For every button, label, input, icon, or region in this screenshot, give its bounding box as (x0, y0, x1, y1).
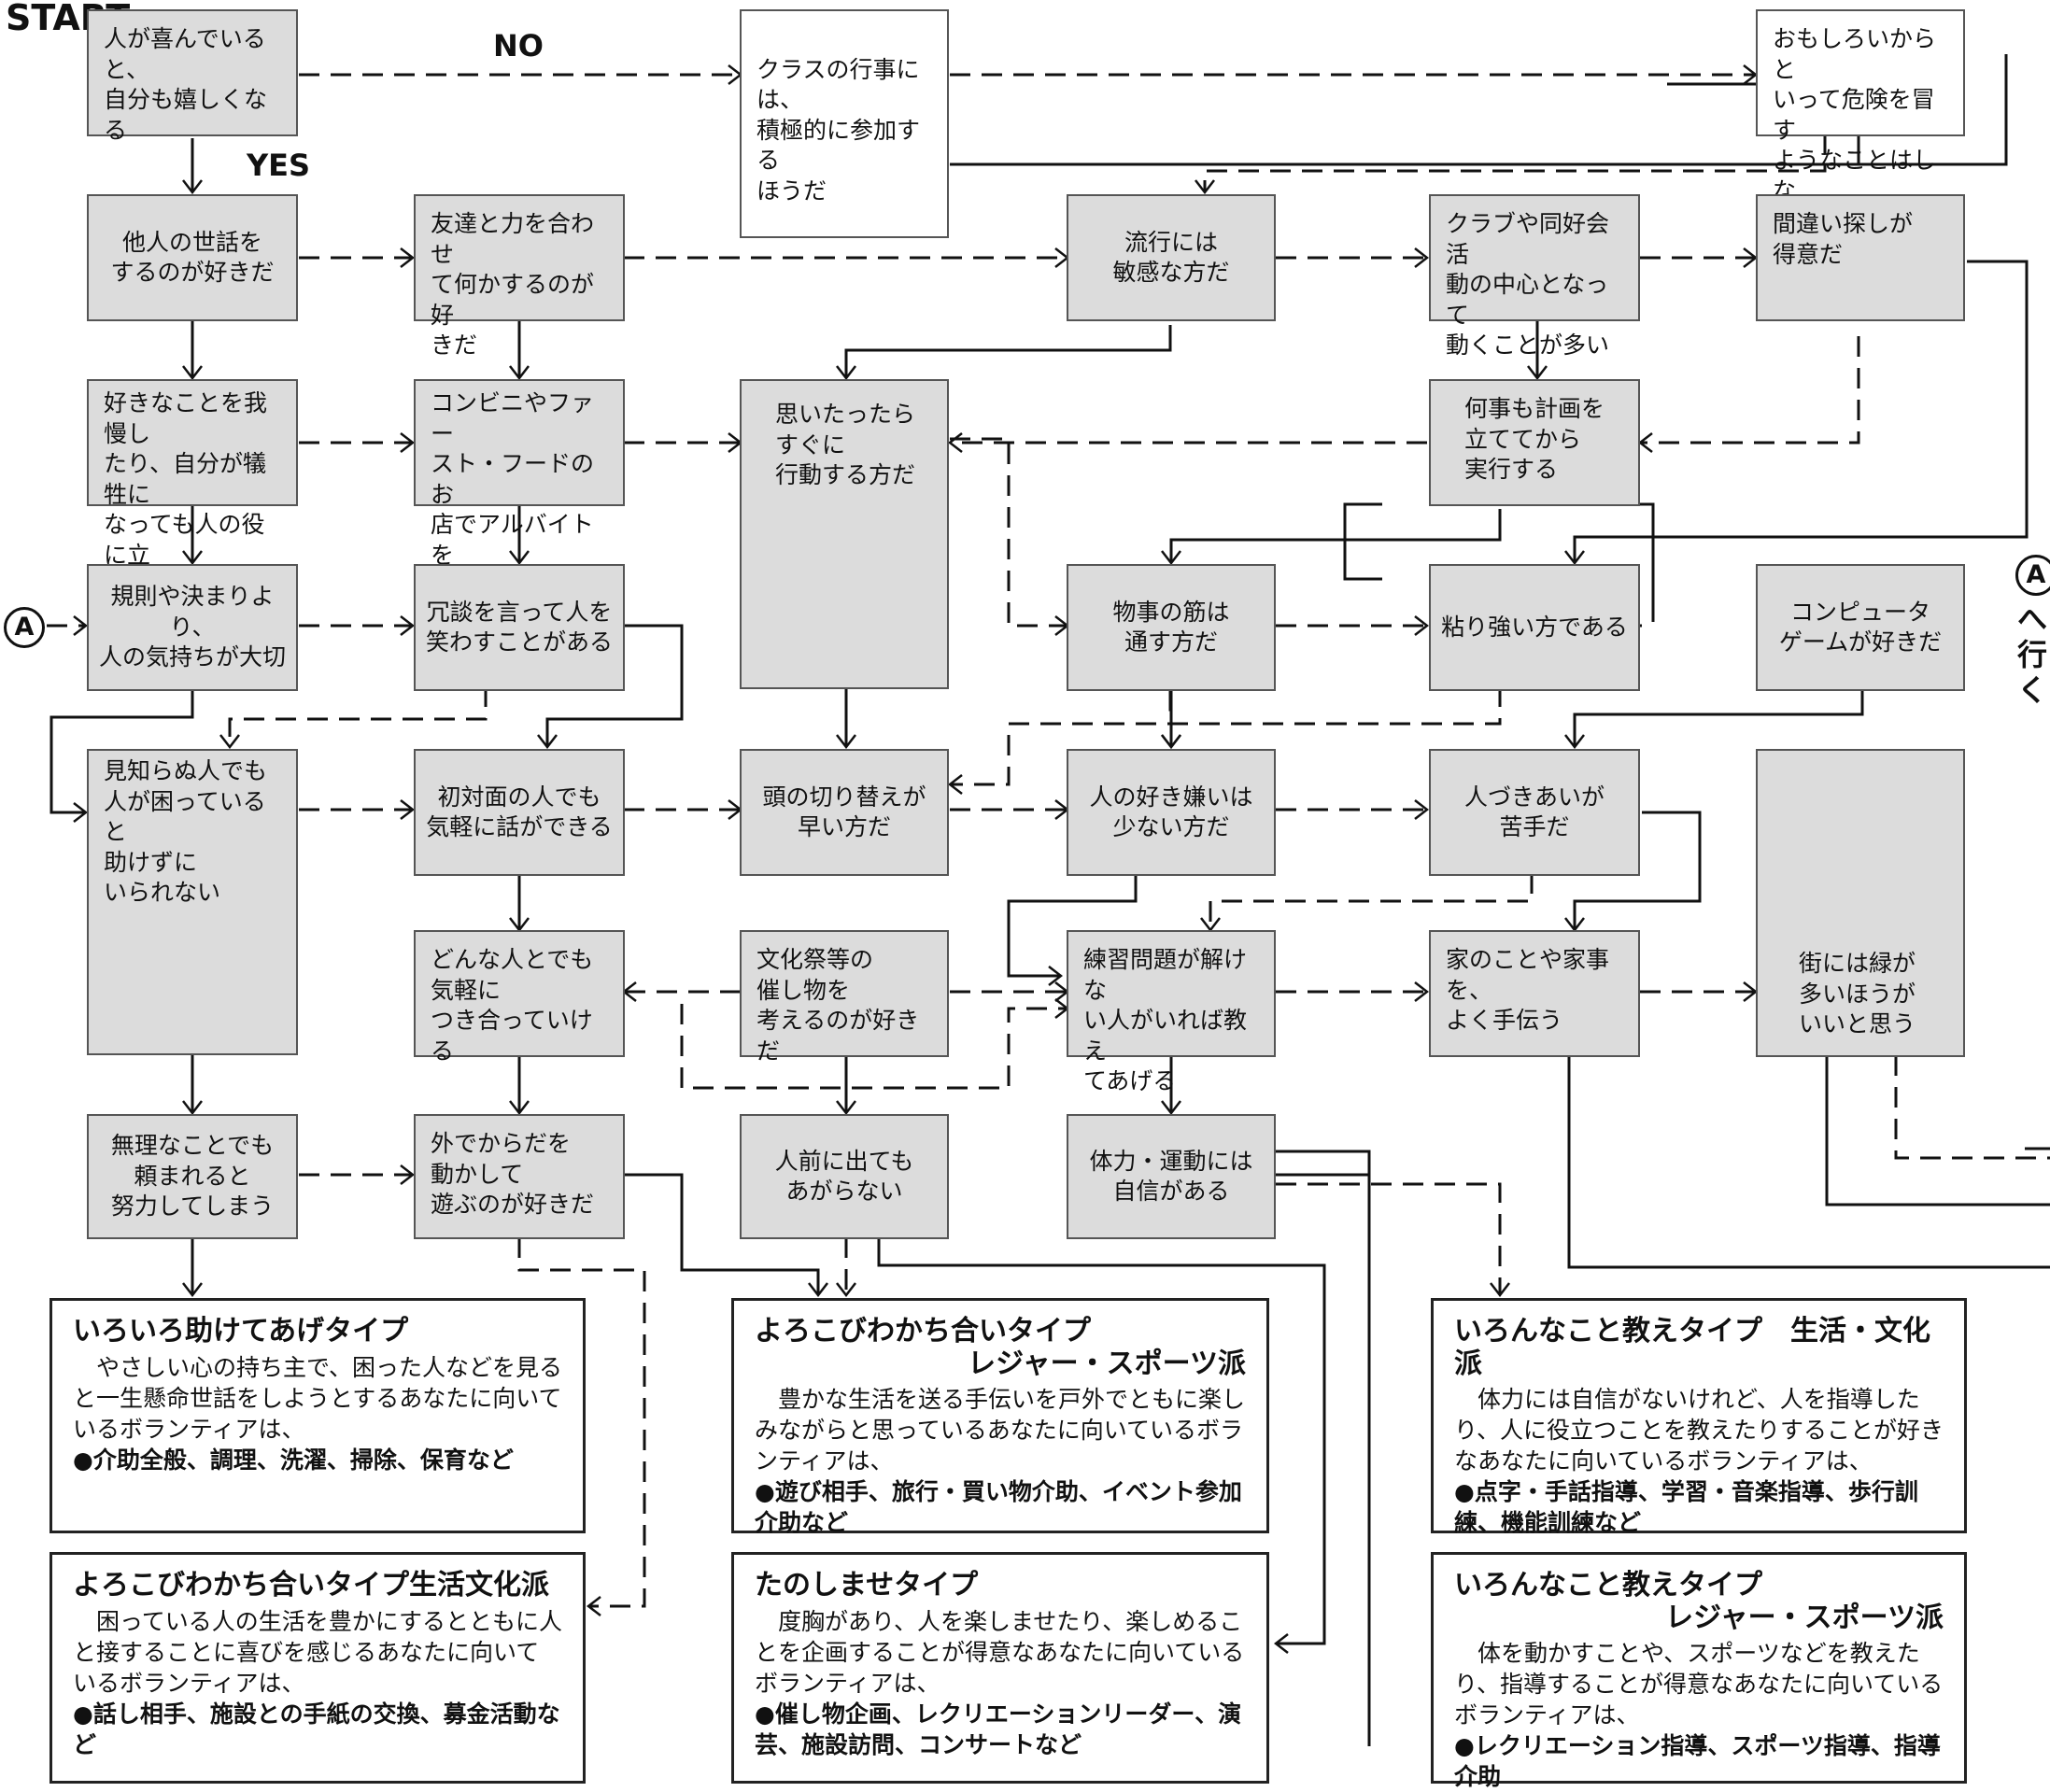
question-box-q22: 人づきあいが 苦手だ (1429, 749, 1640, 876)
result-title: よろこびわかち合いタイプ生活文化派 (73, 1569, 549, 1602)
result-description: やさしい心の持ち主で、困った人などを見ると一生懸命世話をしようとするあなたに向い… (73, 1353, 563, 1443)
question-box-q17: コンピュータ ゲームが好きだ (1756, 564, 1965, 691)
result-activities: ●話し相手、施設との手紙の交換、募金活動など (73, 1700, 560, 1758)
a-circle-icon: A (4, 607, 45, 648)
result-box-r5: いろんなこと教えタイプ 生活・文化派 体力には自信がないけれど、人を指導したり、… (1431, 1298, 1967, 1536)
goto-a-label: へ行く (2016, 601, 2047, 708)
result-title: いろんなこと教えタイプ (1454, 1569, 1762, 1602)
question-box-q4: 他人の世話を するのが好きだ (87, 194, 298, 321)
question-box-q1: 人が喜んでいると、 自分も嬉しくなる (87, 9, 298, 144)
question-box-q10: コンビニやファー スト・フードのお 店でアルバイトを してみたい (414, 379, 625, 599)
question-box-q28: 無理なことでも 頼まれると 努力してしまう (87, 1114, 298, 1239)
question-box-q12: 何事も計画を 立ててから 実行する (1429, 379, 1640, 506)
question-box-q7: クラブや同好会活 動の中心となって 動くことが多い (1429, 194, 1640, 359)
question-box-q30: 人前に出ても あがらない (740, 1114, 949, 1239)
question-box-q16: 粘り強い方である (1429, 564, 1640, 691)
question-text-q2: クラスの行事には、 積極的に参加する ほうだ (756, 55, 921, 205)
result-activities: ●レクリエーション指導、スポーツ指導、指導介助 (1454, 1732, 1941, 1790)
question-box-q31: 体力・運動には 自信がある (1067, 1114, 1276, 1239)
question-box-q18: 見知らぬ人でも 人が困っていると 助けずに いられない (87, 749, 298, 1055)
start-label: START (6, 0, 131, 38)
result-title: いろんなこと教えタイプ 生活・文化派 (1454, 1315, 1930, 1380)
no-label: NO (493, 28, 544, 63)
question-box-q15: 物事の筋は 通す方だ (1067, 564, 1276, 691)
result-box-r4: たのしませタイプ 度胸があり、人を楽しませたり、楽しめることを企画することが得意… (731, 1552, 1269, 1784)
a-marker-exit: A (2015, 555, 2050, 596)
question-box-q19: 初対面の人でも 気軽に話ができる (414, 749, 625, 876)
question-box-q6: 流行には 敏感な方だ (1067, 194, 1276, 321)
result-subtitle: レジャー・スポーツ派 (1665, 1601, 1944, 1634)
question-box-q11: 思いたったら すぐに 行動する方だ (740, 379, 949, 689)
result-box-r3: よろこびわかち合いタイプ レジャー・スポーツ派 豊かな生活を送る手伝いを戸外でと… (731, 1298, 1269, 1536)
question-box-q27: 家のことや家事を、 よく手伝う (1429, 930, 1640, 1057)
question-box-q21: 人の好き嫌いは 少ない方だ (1067, 749, 1276, 876)
result-title: たのしませタイプ (755, 1569, 979, 1602)
question-box-q23: 街には緑が 多いほうが いいと思う (1756, 749, 1965, 1057)
result-activities: ●介助全般、調理、洗濯、掃除、保育など (73, 1446, 514, 1474)
result-box-r2: よろこびわかち合いタイプ生活文化派 困っている人の生活を豊かにするとともに人と接… (49, 1552, 586, 1784)
question-box-q26: 練習問題が解けな い人がいれば教え てあげる (1067, 930, 1276, 1094)
result-box-r6: いろんなこと教えタイプ レジャー・スポーツ派 体を動かすことや、スポーツなどを教… (1431, 1552, 1967, 1790)
a-circle-icon: A (2015, 555, 2050, 596)
question-box-q24: どんな人とでも 気軽に つき合っていける (414, 930, 625, 1065)
result-activities: ●点字・手話指導、学習・音楽指導、歩行訓練、機能訓練など (1454, 1478, 1918, 1536)
question-box-q3: おもしろいからと いって危険を冒す ようなことはしな い (1756, 9, 1965, 234)
yes-label: YES (247, 148, 311, 183)
result-box-r1: いろいろ助けてあげタイプ やさしい心の持ち主で、困った人などを見ると一生懸命世話… (49, 1298, 586, 1533)
question-box-q9: 好きなことを我慢し たり、自分が犠牲に なっても人の役に立 つことをしたい (87, 379, 298, 599)
result-activities: ●催し物企画、レクリエーションリーダー、演芸、施設訪問、コンサートなど (755, 1700, 1242, 1758)
question-box-q13: 規則や決まりより、 人の気持ちが大切 (87, 564, 298, 691)
question-box-q2: クラスの行事には、 積極的に参加する ほうだ (740, 9, 949, 238)
result-description: 豊かな生活を送る手伝いを戸外でともに楽しみながらと思っているあなたに向いているボ… (755, 1386, 1246, 1475)
result-title: いろいろ助けてあげタイプ (73, 1315, 409, 1348)
question-box-q20: 頭の切り替えが 早い方だ (740, 749, 949, 876)
result-subtitle: レジャー・スポーツ派 (968, 1347, 1246, 1380)
result-activities: ●遊び相手、旅行・買い物介助、イベント参加介助など (755, 1478, 1242, 1536)
question-box-q25: 文化祭等の 催し物を 考えるのが好きだ (740, 930, 949, 1065)
question-box-q5: 友達と力を合わせ て何かするのが好 きだ (414, 194, 625, 359)
result-description: 体を動かすことや、スポーツなどを教えたり、指導することが得意なあなたに向いている… (1454, 1640, 1944, 1729)
a-marker-entry: A (4, 607, 45, 648)
result-description: 体力には自信がないけれど、人を指導したり、人に役立つことを教えたりすることが好き… (1454, 1386, 1944, 1475)
result-description: 度胸があり、人を楽しませたり、楽しめることを企画することが得意なあなたに向いてい… (755, 1607, 1245, 1697)
question-box-q29: 外でからだを 動かして 遊ぶのが好きだ (414, 1114, 625, 1239)
question-box-q14: 冗談を言って人を 笑わすことがある (414, 564, 625, 691)
question-box-q8: 間違い探しが 得意だ (1756, 194, 1965, 321)
result-description: 困っている人の生活を豊かにするとともに人と接することに喜びを感じるあなたに向いて… (73, 1607, 563, 1697)
result-title: よろこびわかち合いタイプ (755, 1315, 1091, 1348)
